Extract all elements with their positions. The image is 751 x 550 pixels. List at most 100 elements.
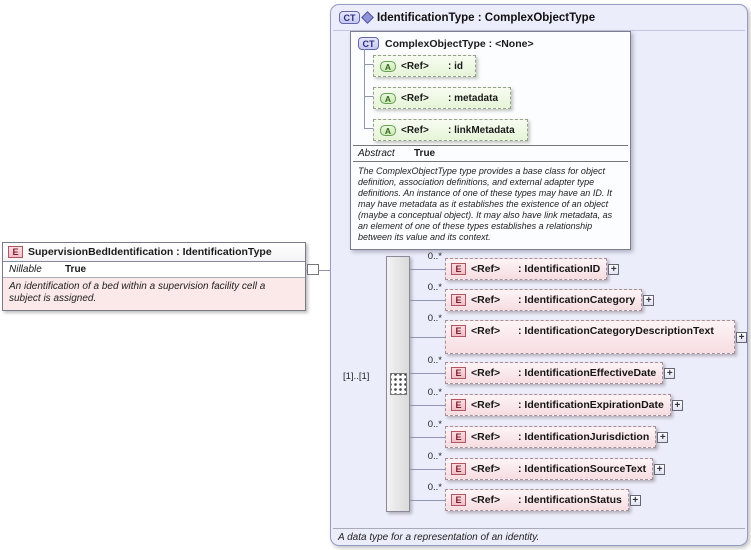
connector-line [410,337,445,338]
element-icon: E [451,325,466,337]
element-row-identification-status: E <Ref> : IdentificationStatus + [445,489,641,511]
collapse-toggle[interactable] [307,264,319,275]
tree-stub [364,96,373,97]
ref-label: <Ref> [471,399,501,411]
type-title: IdentificationType : ComplexObjectType [377,11,596,24]
attribute-name: : id [448,60,463,72]
occurrence-label: 0..* [427,419,442,430]
connector-line [410,469,445,470]
attribute-name: : metadata [448,92,499,104]
ref-label: <Ref> [401,60,429,72]
connector-line [410,437,445,438]
element-icon: E [451,431,466,443]
element-row-identification-category-description-text: E <Ref> : IdentificationCategoryDescript… [445,320,747,354]
facet-value: True [65,264,87,275]
base-type-box-complex-object-type[interactable]: CT ComplexObjectType : <None> A <Ref> : … [350,31,631,250]
attribute-icon: A [380,92,396,104]
element-icon: E [451,399,466,411]
ref-label: <Ref> [471,463,501,475]
element-box-identification-category-description-text[interactable]: E <Ref> : IdentificationCategoryDescript… [445,320,735,354]
expand-button[interactable]: + [629,494,641,506]
element-name: : IdentificationCategoryDescriptionText [518,325,714,337]
facet-name: Abstract [358,148,395,159]
element-name: : IdentificationJurisdiction [518,431,650,443]
element-icon: E [451,367,466,379]
element-icon: E [451,294,466,306]
element-row-identification-source-text: E <Ref> : IdentificationSourceText + [445,458,666,480]
sequence-icon [389,373,407,395]
element-box-supervision-bed-identification[interactable]: E SupervisionBedIdentification : Identif… [2,242,306,311]
ref-label: <Ref> [471,494,501,506]
base-type-header: CT ComplexObjectType : <None> [351,32,630,53]
expand-button[interactable]: + [664,367,676,379]
connector-line [410,405,445,406]
expand-button[interactable]: + [643,294,655,306]
element-name: : IdentificationExpirationDate [518,399,664,411]
attribute-list: A <Ref> : id A <Ref> : metadata A <Ref> … [351,49,630,141]
element-box-identification-status[interactable]: E <Ref> : IdentificationStatus [445,489,629,511]
occurrence-label: 0..* [427,282,442,293]
element-box-identification-category[interactable]: E <Ref> : IdentificationCategory [445,289,643,311]
connector-line [410,500,445,501]
element-header: E SupervisionBedIdentification : Identif… [3,243,305,262]
complex-type-icon: CT [339,11,360,24]
sequence-compositor[interactable] [386,256,410,512]
element-row-identification-id: E <Ref> : IdentificationID + [445,258,620,280]
ref-label: <Ref> [471,294,501,306]
element-row-identification-expiration-date: E <Ref> : IdentificationExpirationDate + [445,394,683,416]
expand-button[interactable]: + [608,263,620,275]
expand-button[interactable]: + [657,431,669,443]
facet-name: Nillable [9,264,42,275]
element-icon: E [451,263,466,275]
element-name: : IdentificationCategory [518,294,636,306]
element-name: : IdentificationID [518,263,601,275]
element-box-identification-effective-date[interactable]: E <Ref> : IdentificationEffectiveDate [445,362,664,384]
element-icon: E [451,463,466,475]
ref-label: <Ref> [471,325,501,337]
occurrence-label: 0..* [427,451,442,462]
connector-line [410,300,445,301]
occurrence-label: 0..* [427,482,442,493]
attribute-box-metadata[interactable]: A <Ref> : metadata [373,87,512,109]
ref-label: <Ref> [471,263,501,275]
attribute-box-link-metadata[interactable]: A <Ref> : linkMetadata [373,119,528,141]
expand-button[interactable]: + [671,399,683,411]
expand-button[interactable]: + [736,331,747,343]
complex-type-icon: CT [358,37,379,50]
occurrence-label: 0..* [427,387,442,398]
ref-label: <Ref> [401,124,429,136]
base-type-title: ComplexObjectType : <None> [385,37,534,50]
attribute-box-id[interactable]: A <Ref> : id [373,55,476,77]
expand-button[interactable]: + [654,463,666,475]
attribute-icon: A [380,60,396,72]
attribute-name: : linkMetadata [448,124,515,136]
type-annotation: A data type for a representation of an i… [338,532,540,543]
tree-stub [364,128,373,129]
tree-line [364,49,365,128]
cardinality-label: [1]..[1] [343,371,370,382]
element-box-identification-jurisdiction[interactable]: E <Ref> : IdentificationJurisdiction [445,426,657,448]
element-row-identification-jurisdiction: E <Ref> : IdentificationJurisdiction + [445,426,669,448]
element-name: : IdentificationStatus [518,494,622,506]
ref-label: <Ref> [471,431,501,443]
ref-label: <Ref> [401,92,429,104]
nillable-facet-row: Nillable True [3,262,305,278]
element-box-identification-source-text[interactable]: E <Ref> : IdentificationSourceText [445,458,654,480]
occurrence-label: 0..* [427,251,442,262]
element-row-identification-effective-date: E <Ref> : IdentificationEffectiveDate + [445,362,676,384]
attribute-icon: A [380,124,396,136]
element-name: : IdentificationSourceText [518,463,647,475]
element-icon: E [451,494,466,506]
connector-line [410,373,445,374]
base-type-description: The ComplexObjectType type provides a ba… [358,166,613,242]
diamond-icon [361,11,374,24]
element-description: An identification of a bed within a supe… [3,278,305,310]
abstract-facet-row: Abstract True [353,145,628,162]
facet-value: True [414,148,436,159]
element-box-identification-expiration-date[interactable]: E <Ref> : IdentificationExpirationDate [445,394,671,416]
element-title: SupervisionBedIdentification : Identific… [28,246,272,258]
element-box-identification-id[interactable]: E <Ref> : IdentificationID [445,258,608,280]
element-name: : IdentificationEffectiveDate [518,367,657,379]
type-header: CT IdentificationType : ComplexObjectTyp… [331,5,747,28]
